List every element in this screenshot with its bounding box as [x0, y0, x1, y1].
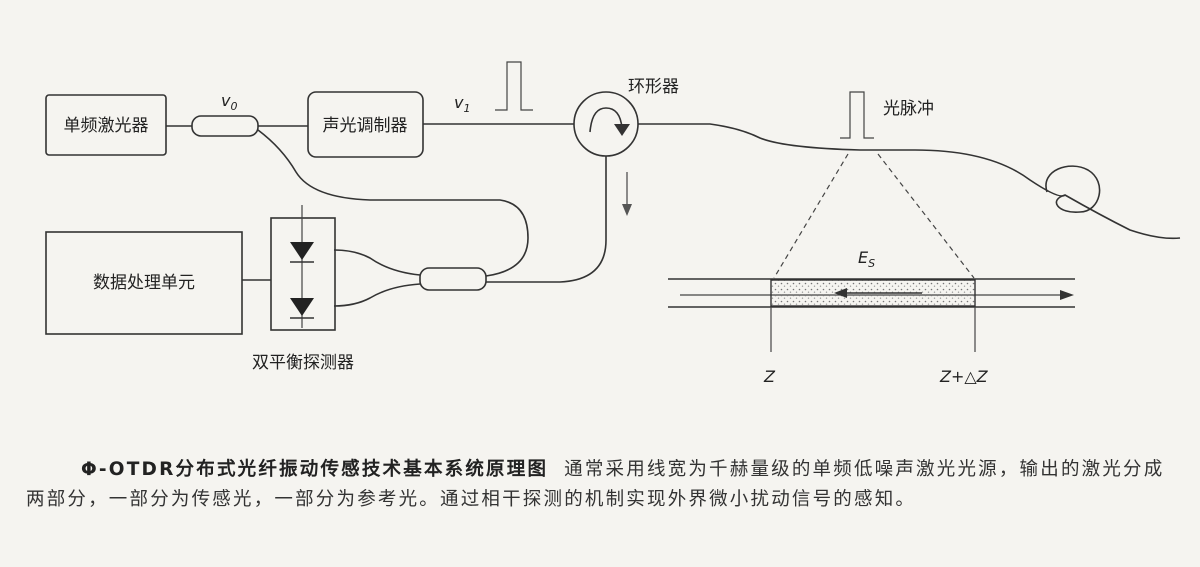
caption-title: Φ-OTDR分布式光纤振动传感技术基本系统原理图 — [81, 459, 549, 480]
modulator-label: 声光调制器 — [323, 116, 408, 136]
v0-label: v0 — [221, 91, 237, 113]
forward-arrowhead — [1060, 290, 1074, 300]
sensing-fiber — [638, 123, 1066, 197]
fiber-circulator-to-coupler2 — [486, 156, 607, 283]
laser-label: 单频激光器 — [64, 116, 149, 136]
system-diagram: 单频激光器 v0 声光调制器 v1 环形器 光脉冲 ES Z Z+△Z — [45, 61, 1181, 386]
zoom-line-right — [877, 153, 975, 279]
processor-box — [45, 231, 243, 335]
photodiode-1-icon — [290, 242, 314, 260]
pulse-shape-1 — [495, 61, 533, 111]
fiber-coil — [1045, 165, 1181, 240]
reference-arm — [257, 129, 529, 277]
pulse-label: 光脉冲 — [883, 99, 934, 119]
laser-box — [45, 94, 167, 156]
fiber-coupler2-to-detector-top — [333, 249, 421, 276]
processor-label: 数据处理单元 — [93, 273, 195, 293]
detector-label: 双平衡探测器 — [252, 353, 354, 373]
zoom-line-left — [773, 153, 849, 279]
circulator-arrowhead — [614, 124, 630, 136]
pulse-shape-2 — [840, 91, 874, 139]
coupler-2 — [419, 267, 487, 291]
return-direction-arrowhead — [622, 204, 632, 216]
backscatter-arrowhead — [834, 288, 847, 298]
caption-body: 通常采用线宽为千赫量级的单频低噪声激光光源，输出的激光分成两部分，一部分为传感光… — [26, 459, 1165, 510]
v1-label: v1 — [454, 93, 470, 115]
coupler-1 — [191, 115, 259, 137]
z-label: Z — [763, 367, 776, 386]
balanced-detector — [270, 217, 336, 331]
z-dz-label: Z+△Z — [939, 367, 989, 386]
fiber-coupler2-to-detector-bottom — [333, 283, 421, 307]
es-label: ES — [858, 248, 875, 270]
circulator-label: 环形器 — [628, 77, 679, 97]
photodiode-2-icon — [290, 298, 314, 316]
circulator-arrow-icon — [589, 107, 623, 133]
figure-caption: Φ-OTDR分布式光纤振动传感技术基本系统原理图通常采用线宽为千赫量级的单频低噪… — [26, 455, 1181, 515]
